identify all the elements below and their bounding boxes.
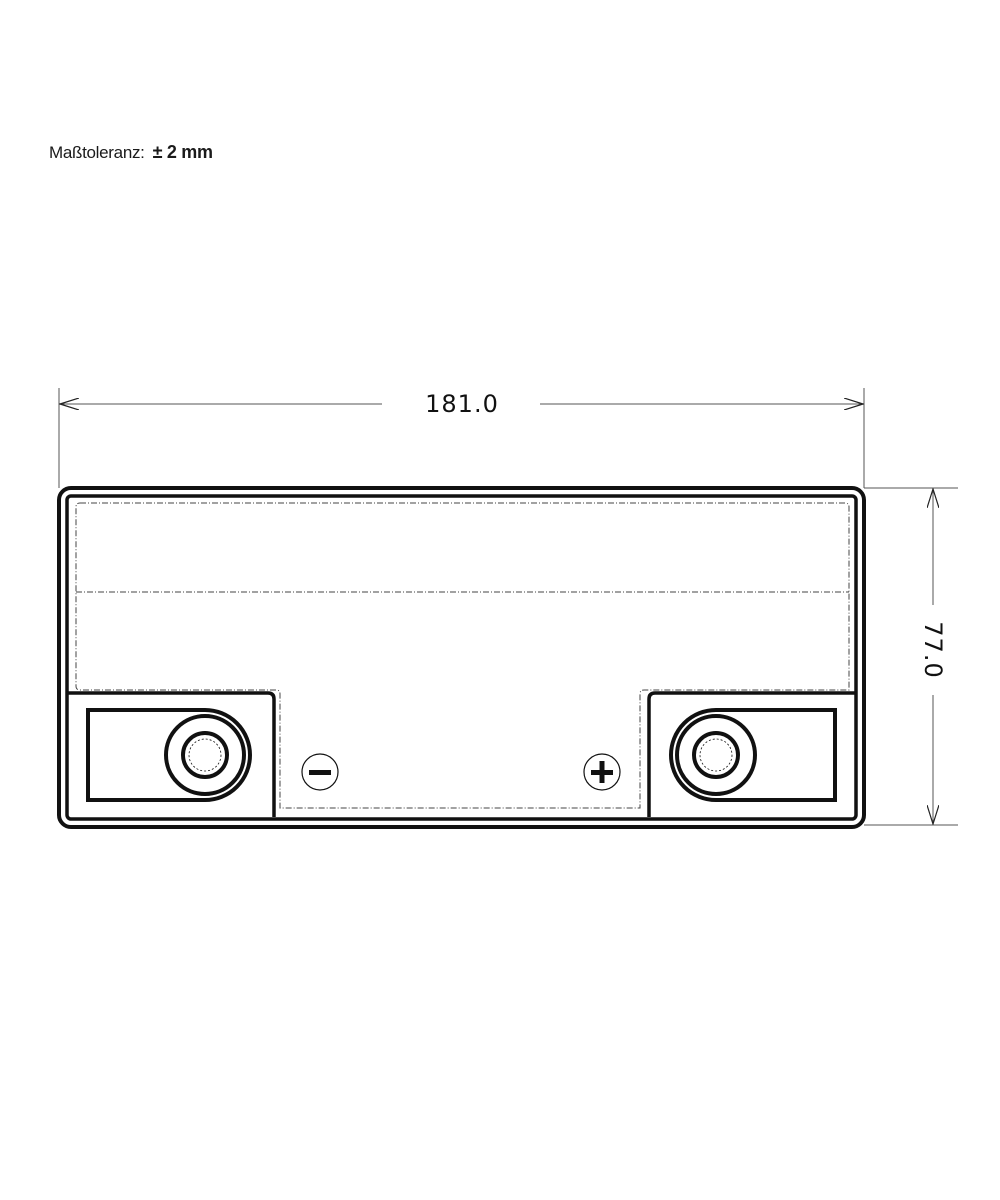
tolerance-note: Maßtoleranz: ± 2 mm [49,142,213,163]
tolerance-value: ± 2 mm [152,142,213,162]
width-dimension [58,388,865,488]
positive-terminal [669,708,837,802]
battery-body [57,486,866,829]
negative-terminal [86,708,252,802]
plus-icon [583,753,621,791]
minus-icon [301,753,339,791]
height-value: 77.0 [919,621,947,678]
width-value: 181.0 [425,390,499,418]
lid-outline-dashed [75,502,850,809]
height-dimension [864,487,958,826]
tolerance-label: Maßtoleranz: [49,143,145,162]
